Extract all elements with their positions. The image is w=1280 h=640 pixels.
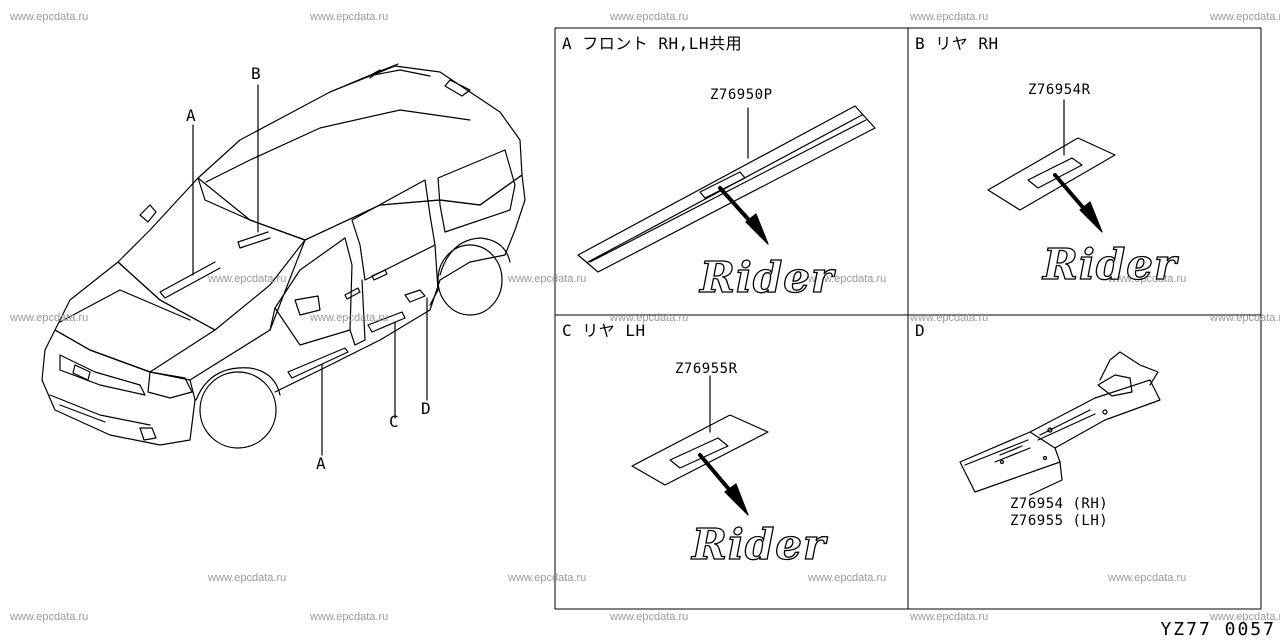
panel-a-rider-emblem: Rider [699,252,835,302]
panel-a-part-number: Z76950P [710,87,773,103]
callout-d: D [421,399,431,418]
watermark: www.epcdata.ru [610,11,689,23]
watermark: www.epcdata.ru [310,11,389,23]
panel-a-drawing [577,105,876,273]
watermark: www.epcdata.ru [1108,273,1187,285]
watermark: www.epcdata.ru [1210,312,1280,324]
watermark: www.epcdata.ru [1108,572,1187,584]
watermark: www.epcdata.ru [208,572,287,584]
watermark: www.epcdata.ru [10,11,89,23]
watermark: www.epcdata.ru [808,572,887,584]
panel-d-drawing [959,351,1161,496]
watermark: www.epcdata.ru [808,273,887,285]
watermark: www.epcdata.ru [1210,611,1280,623]
watermark: www.epcdata.ru [10,312,89,324]
panel-c-drawing [631,375,769,516]
callout-a-bottom: A [316,454,326,473]
panel-c-part-number: Z76955R [675,361,738,377]
watermark: www.epcdata.ru [508,273,587,285]
panel-d-part-number-rh: Z76954 (RH) [1010,496,1109,512]
panel-d-part-number-lh: Z76955 (LH) [1010,513,1109,529]
watermark: www.epcdata.ru [610,312,689,324]
watermark: www.epcdata.ru [208,273,287,285]
panel-a-title: A フロント RH,LH共用 [562,34,743,53]
panel-b-drawing [987,99,1116,233]
watermark: www.epcdata.ru [310,312,389,324]
watermark: www.epcdata.ru [610,611,689,623]
watermark: www.epcdata.ru [1210,11,1280,23]
callout-c: C [389,412,399,431]
panel-b-title: B リヤ RH [915,34,999,53]
diagram-id: YZ77 0057 [1160,619,1276,640]
callout-b: B [251,64,261,83]
vehicle-illustration [41,63,526,456]
panel-b-part-number: Z76954R [1028,82,1091,98]
watermark: www.epcdata.ru [910,11,989,23]
panel-grid [554,27,1262,610]
panel-d-title: D [915,321,926,340]
watermark: www.epcdata.ru [10,611,89,623]
panel-b-rider-emblem: Rider [1042,239,1178,289]
panel-c-rider-emblem: Rider [691,519,827,569]
watermark: www.epcdata.ru [310,611,389,623]
panel-c-title: C リヤ LH [562,321,646,340]
callout-a-top: A [186,106,196,125]
watermark: www.epcdata.ru [508,572,587,584]
watermark: www.epcdata.ru [910,611,989,623]
watermark: www.epcdata.ru [910,312,989,324]
